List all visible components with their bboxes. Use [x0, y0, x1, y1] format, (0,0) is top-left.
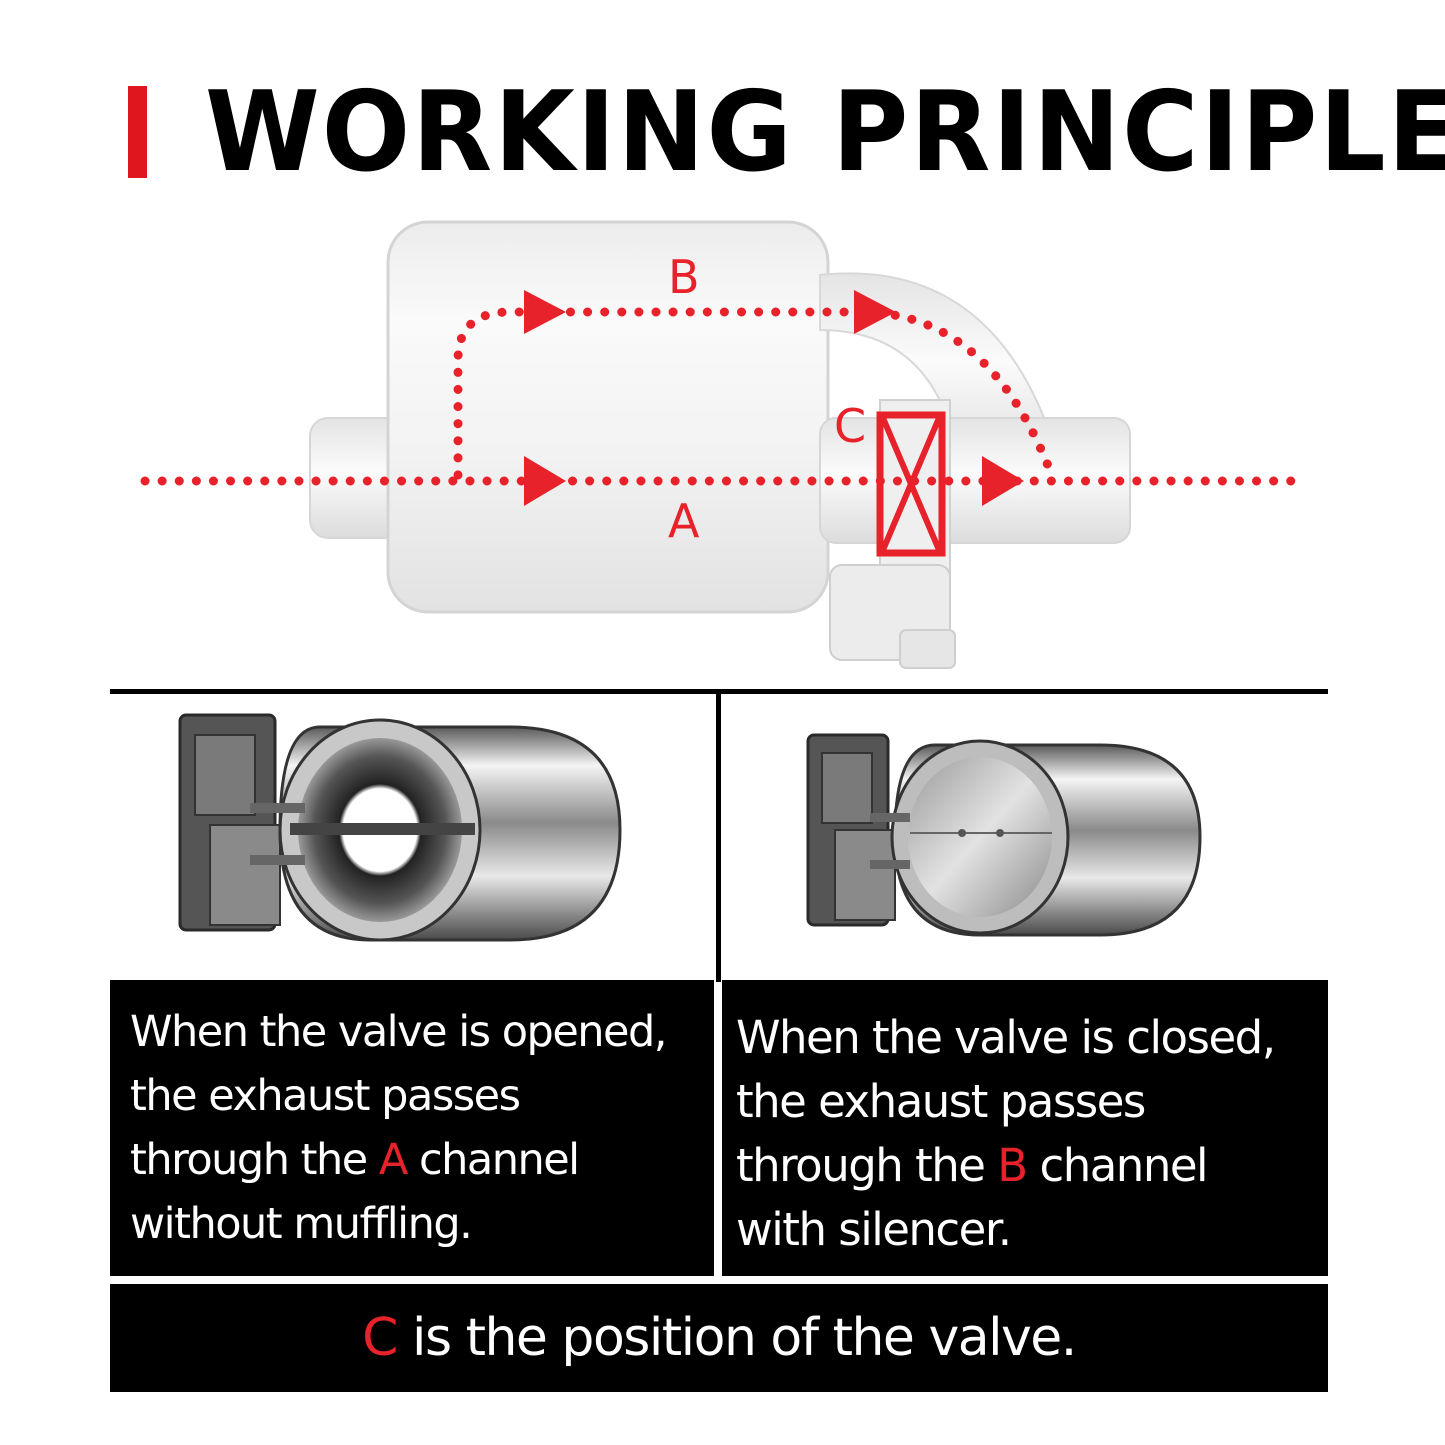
exhaust-tip-valve-open-image: [178, 713, 622, 942]
muffler-flow-diagram: B A C: [140, 220, 1300, 669]
right-line-1: When the valve is closed,: [736, 1011, 1276, 1064]
label-b: B: [668, 250, 700, 304]
divider-horizontal: [110, 689, 1328, 694]
right-line-3-post: channel: [1026, 1139, 1208, 1192]
left-line-1: When the valve is opened,: [130, 1007, 667, 1057]
flow-arrow-b1: [524, 290, 566, 334]
valve-closed-description: When the valve is closed, the exhaust pa…: [722, 980, 1328, 1276]
exhaust-tip-valve-closed-image: [806, 733, 1202, 937]
valve-open-description: When the valve is opened, the exhaust pa…: [110, 980, 714, 1276]
valve-position-caption: C is the position of the valve.: [110, 1284, 1328, 1392]
label-c: C: [834, 399, 866, 453]
left-line-4: without muffling.: [130, 1199, 473, 1249]
valve-letter-c: C: [362, 1308, 398, 1368]
valve-caption-text: is the position of the valve.: [396, 1308, 1077, 1368]
left-line-3: through the A channel: [130, 1128, 704, 1192]
right-line-2: the exhaust passes: [736, 1075, 1146, 1128]
channel-a-highlight: A: [378, 1135, 408, 1185]
muffler-body: [309, 220, 1131, 669]
flow-arrow-a1: [524, 456, 566, 506]
right-line-3: through the B channel: [736, 1134, 1318, 1198]
flow-arrow-a2: [982, 456, 1024, 506]
left-line-2: the exhaust passes: [130, 1071, 521, 1121]
right-line-3-pre: through the: [736, 1139, 998, 1192]
right-line-4: with silencer.: [736, 1203, 1012, 1256]
left-line-3-pre: through the: [130, 1135, 379, 1185]
label-a: A: [668, 494, 700, 548]
page-title: WORKING PRINCIPLE: [205, 67, 1445, 197]
flow-arrow-b2: [854, 290, 896, 334]
left-line-3-post: channel: [406, 1135, 580, 1185]
divider-vertical: [716, 692, 721, 982]
title-accent-bar: [128, 86, 147, 178]
channel-b-highlight: B: [997, 1139, 1028, 1192]
